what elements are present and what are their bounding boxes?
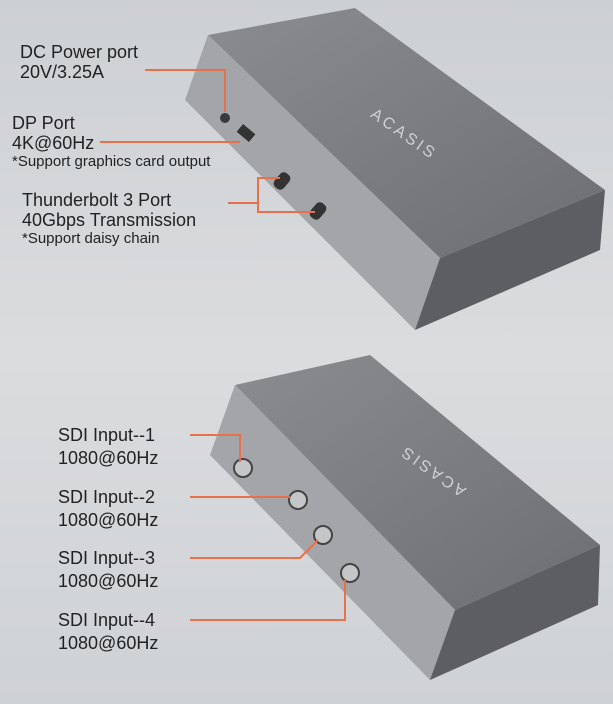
dp-port-icon bbox=[236, 124, 256, 142]
bottom-device bbox=[210, 355, 600, 680]
sdi-connector-icon bbox=[313, 525, 333, 545]
top-device bbox=[185, 8, 605, 330]
sdi-connector-icon bbox=[233, 458, 253, 478]
sdi-connector-icon bbox=[340, 563, 360, 583]
thunderbolt-port-icon bbox=[309, 202, 327, 220]
callout-lines bbox=[100, 69, 346, 621]
thunderbolt-port-icon bbox=[273, 172, 291, 190]
dc-port-icon bbox=[220, 113, 230, 123]
sdi-connector-icon bbox=[288, 490, 308, 510]
